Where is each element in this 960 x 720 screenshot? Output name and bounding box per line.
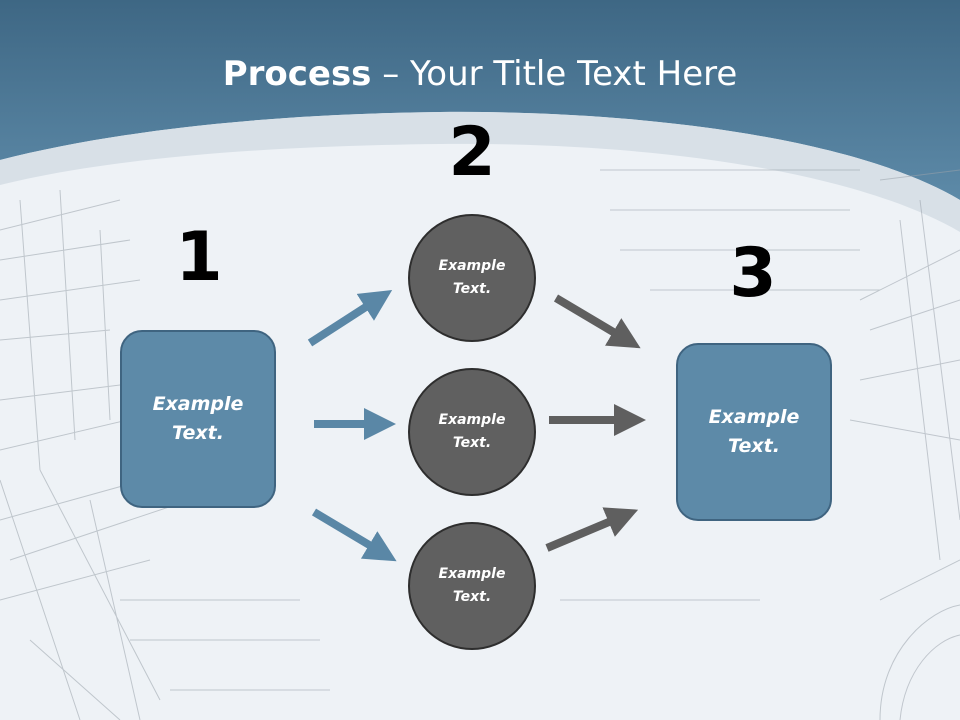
step-number-3: 3: [729, 234, 777, 313]
circle-middle: Example Text.: [408, 368, 536, 496]
step-number-1: 1: [175, 218, 223, 297]
arrow-box-to-circle-bottom: [311, 508, 397, 562]
circle-bottom-text: Example Text.: [438, 566, 506, 605]
title-bold: Process: [222, 54, 372, 94]
right-box-text: Example Text.: [708, 406, 800, 457]
arrow-box-to-circle-top: [307, 289, 393, 347]
right-box: Example Text.: [676, 343, 832, 521]
arrow-circle-top-to-box: [553, 294, 641, 349]
circle-bottom: Example Text.: [408, 522, 536, 650]
left-box-text: Example Text.: [152, 393, 244, 444]
circle-top: Example Text.: [408, 214, 536, 342]
step-number-2: 2: [448, 113, 496, 192]
left-box: Example Text.: [120, 330, 276, 508]
slide-title: Process – Your Title Text Here: [0, 52, 960, 96]
circle-top-text: Example Text.: [438, 258, 506, 297]
arrow-circle-bottom-to-box: [545, 507, 639, 552]
circle-middle-text: Example Text.: [438, 412, 506, 451]
title-rest: – Your Title Text Here: [371, 54, 738, 94]
